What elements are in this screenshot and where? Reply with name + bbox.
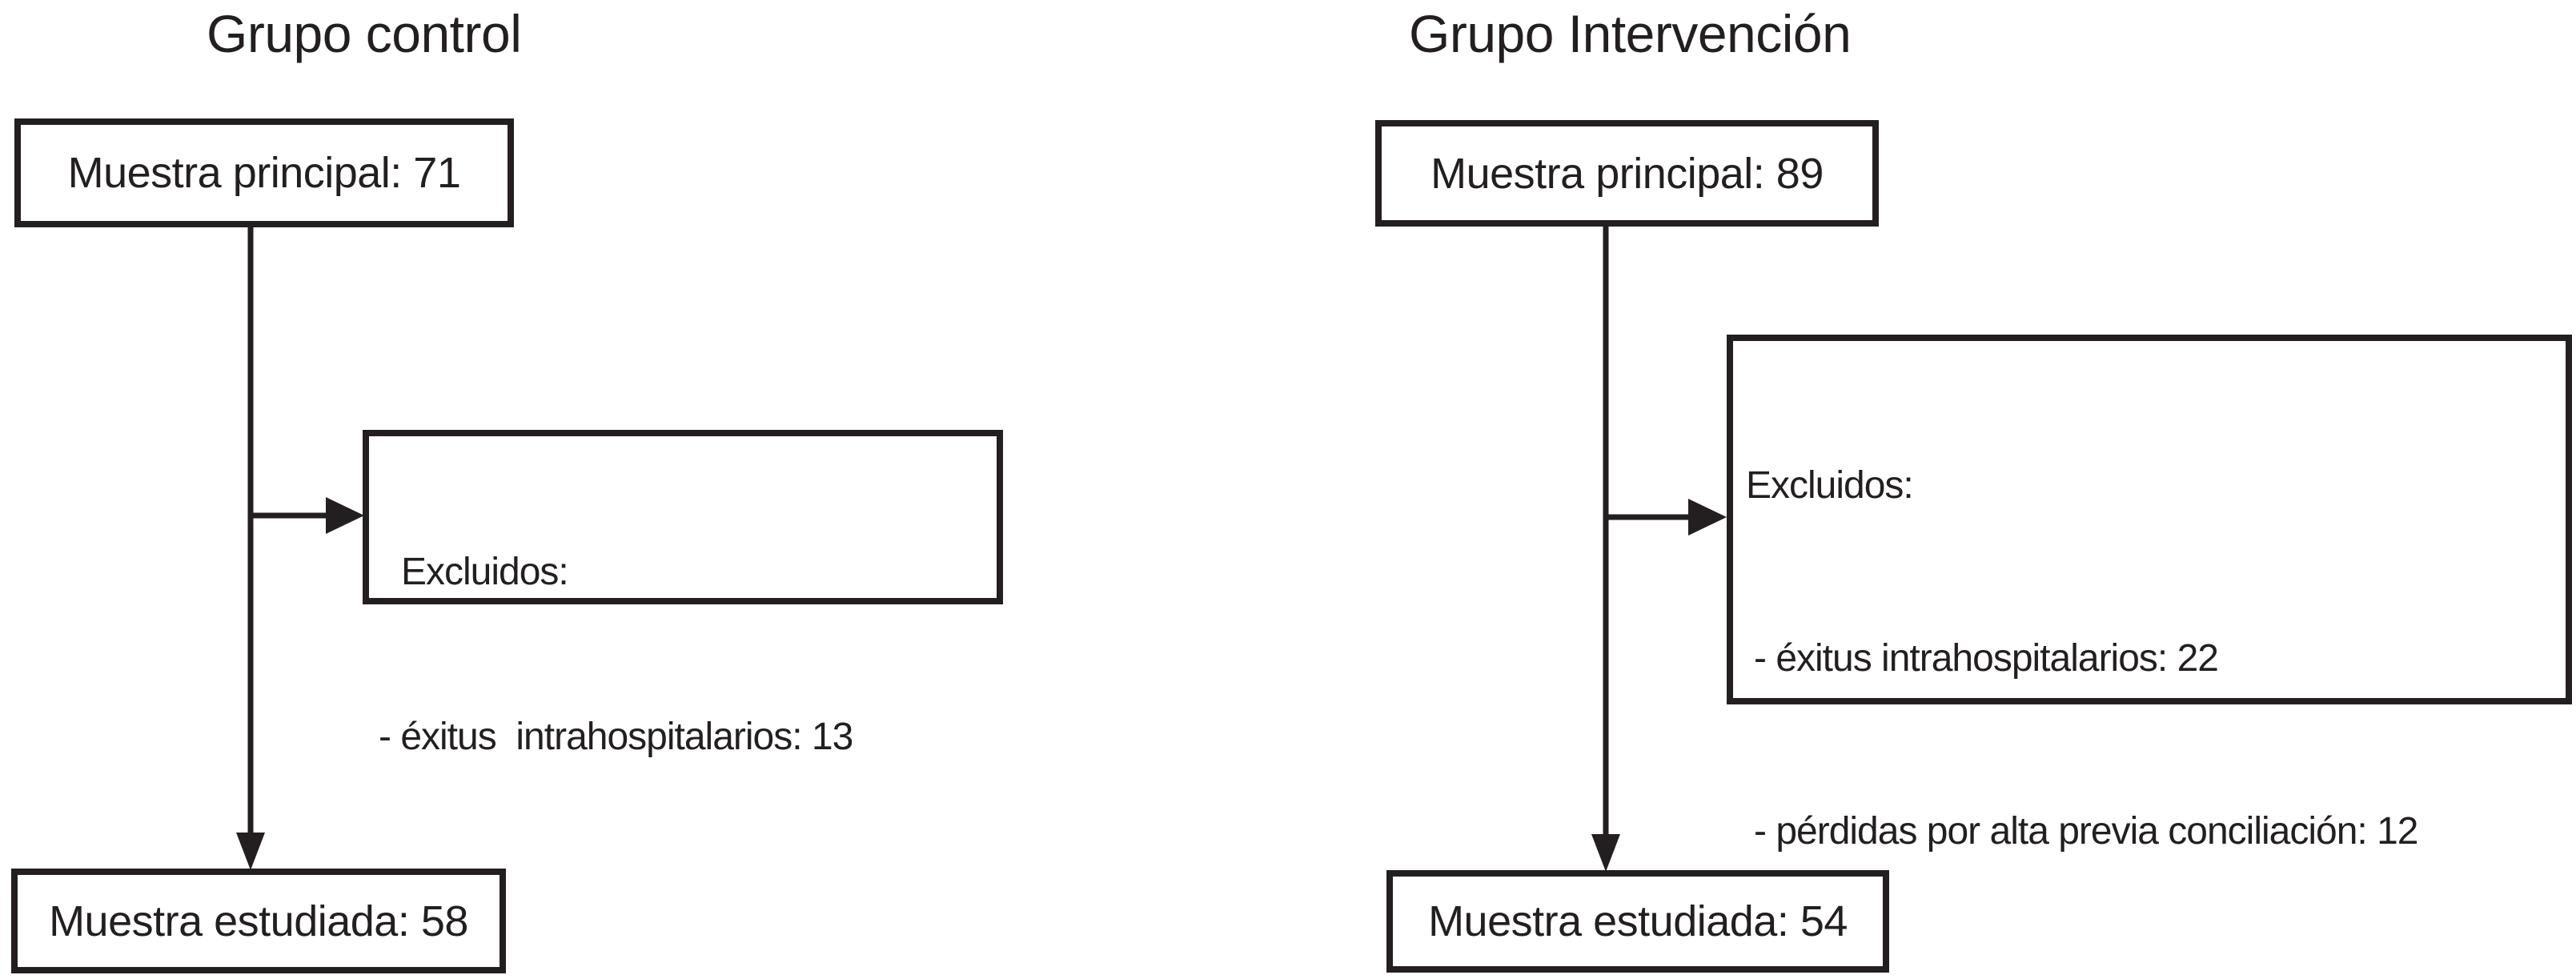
control-excluded-item: - éxitus intrahospitalarios: 13: [379, 716, 853, 758]
intervention-studied-sample-box: Muestra estudiada: 54: [1386, 870, 1889, 973]
control-excluded-heading: Excluidos:: [401, 551, 569, 593]
control-studied-sample-label: Muestra estudiada: 58: [49, 897, 468, 945]
control-main-sample-box: Muestra principal: 71: [14, 118, 514, 227]
intervention-exclusion-arrowhead-icon: [1688, 499, 1727, 536]
control-exclusion-arrowhead-icon: [326, 497, 364, 534]
intervention-down-arrowhead-icon: [1591, 834, 1620, 872]
intervention-excluded-item: - éxitus intrahospitalarios: 22: [1754, 637, 2219, 680]
control-group-title: Grupo control: [207, 4, 522, 63]
intervention-excluded-item: - pérdidas por alta previa conciliación:…: [1754, 810, 2418, 853]
intervention-main-sample-box: Muestra principal: 89: [1375, 120, 1879, 227]
intervention-excluded-heading: Excluidos:: [1746, 464, 1914, 507]
control-main-sample-label: Muestra principal: 71: [67, 149, 461, 197]
control-studied-sample-box: Muestra estudiada: 58: [11, 869, 506, 973]
intervention-group-title: Grupo Intervención: [1409, 4, 1852, 63]
control-down-arrowhead-icon: [236, 833, 265, 870]
intervention-studied-sample-label: Muestra estudiada: 54: [1428, 897, 1848, 945]
intervention-excluded-box: Excluidos: - éxitus intrahospitalarios: …: [1727, 335, 2572, 853]
intervention-main-sample-label: Muestra principal: 89: [1430, 149, 1824, 198]
control-excluded-box: Excluidos: - éxitus intrahospitalarios: …: [363, 430, 1003, 758]
